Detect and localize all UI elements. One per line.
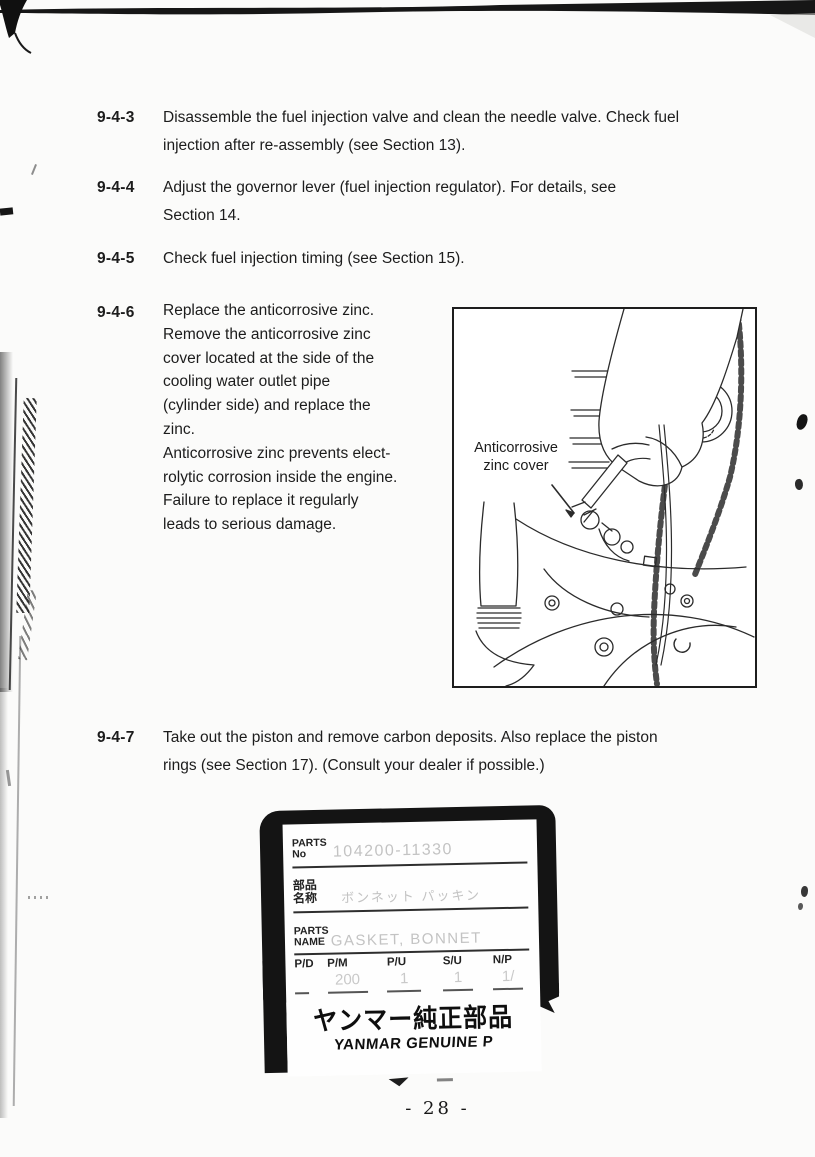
binding-smudge-lower bbox=[0, 688, 8, 1118]
parts-name-row: PARTS NAME GASKET, BONNET bbox=[293, 921, 530, 956]
section-text: Replace the anticorrosive zinc. Remove t… bbox=[163, 302, 398, 534]
label-triangle-mark bbox=[388, 1077, 410, 1088]
column-pd: P/D bbox=[294, 958, 327, 995]
quantity-columns-row: P/D P/M 200 P/U 1 S/U 1 N/P 1/ bbox=[294, 954, 530, 995]
column-value: 1 bbox=[387, 969, 422, 993]
column-pu: P/U 1 bbox=[386, 955, 444, 993]
jp-part-name-label: 部品 名称 bbox=[292, 877, 318, 906]
column-header: S/U bbox=[442, 954, 463, 968]
right-edge-ink-spot bbox=[794, 478, 804, 491]
column-header: P/D bbox=[294, 958, 314, 971]
scan-top-edge-artifact bbox=[0, 0, 815, 54]
column-pm: P/M 200 bbox=[327, 956, 387, 994]
section-text: Disassemble the fuel injection valve and… bbox=[163, 109, 680, 154]
column-value bbox=[294, 972, 310, 995]
column-header: P/M bbox=[327, 957, 348, 970]
section-9-4-5: 9-4-5 Check fuel injection timing (see S… bbox=[97, 245, 749, 273]
binding-hatch-texture bbox=[16, 397, 37, 614]
left-edge-ink-mark bbox=[0, 207, 14, 216]
column-value: 1/ bbox=[492, 967, 524, 991]
left-edge-tick-mark bbox=[31, 164, 37, 175]
section-number: 9-4-7 bbox=[97, 729, 135, 746]
section-number: 9-4-4 bbox=[97, 179, 135, 196]
engine-illustration bbox=[475, 309, 755, 686]
parts-label-photo: PARTS No 104200-11330 部品 名称 ボンネット パッキン P… bbox=[259, 804, 561, 1088]
binding-line-lower bbox=[12, 636, 22, 1106]
column-header: N/P bbox=[492, 953, 513, 967]
section-9-4-6: 9-4-6 Replace the anticorrosive zinc. Re… bbox=[97, 299, 449, 537]
jp-part-name-row: 部品 名称 ボンネット パッキン bbox=[292, 874, 529, 914]
page-number: - 28 - bbox=[405, 1098, 470, 1119]
section-9-4-7: 9-4-7 Take out the piston and remove car… bbox=[97, 724, 749, 780]
engine-figure-frame: Anticorrosive zinc cover bbox=[452, 307, 757, 688]
parts-name-label: PARTS NAME bbox=[293, 924, 329, 949]
parts-name-value: GASKET, BONNET bbox=[330, 929, 482, 950]
yanmar-brand-english: YANMAR GENUINE P bbox=[333, 1033, 494, 1054]
parts-label-card: PARTS No 104200-11330 部品 名称 ボンネット パッキン P… bbox=[282, 819, 542, 1077]
right-edge-ink-spot bbox=[795, 412, 809, 432]
label-black-border-left bbox=[262, 960, 288, 1074]
figure-caption: Anticorrosive zinc cover bbox=[474, 440, 558, 474]
section-text: Take out the piston and remove carbon de… bbox=[163, 729, 658, 774]
section-9-4-3: 9-4-3 Disassemble the fuel injection val… bbox=[97, 104, 749, 160]
jp-part-name-value: ボンネット パッキン bbox=[340, 887, 482, 906]
right-edge-ink-spot bbox=[798, 903, 803, 910]
parts-no-label: PARTS No bbox=[291, 836, 327, 861]
column-su: S/U 1 bbox=[442, 954, 494, 992]
column-value: 1 bbox=[442, 968, 474, 992]
column-value: 200 bbox=[327, 970, 368, 994]
column-np: N/P 1/ bbox=[493, 954, 530, 991]
label-dash-mark bbox=[436, 1078, 453, 1082]
section-number: 9-4-6 bbox=[97, 304, 135, 321]
parts-no-value: 104200-11330 bbox=[332, 841, 454, 861]
section-9-4-4: 9-4-4 Adjust the governor lever (fuel in… bbox=[97, 174, 749, 230]
parts-no-row: PARTS No 104200-11330 bbox=[291, 833, 528, 869]
right-edge-ink-spot bbox=[801, 886, 808, 897]
yanmar-brand-japanese: ヤンマー純正部品 bbox=[312, 1001, 514, 1037]
column-header: P/U bbox=[386, 956, 407, 969]
left-edge-dots bbox=[28, 896, 48, 899]
section-text: Check fuel injection timing (see Section… bbox=[163, 250, 465, 267]
section-number: 9-4-3 bbox=[97, 109, 135, 126]
section-text: Adjust the governor lever (fuel injectio… bbox=[163, 179, 617, 224]
section-number: 9-4-5 bbox=[97, 250, 135, 267]
